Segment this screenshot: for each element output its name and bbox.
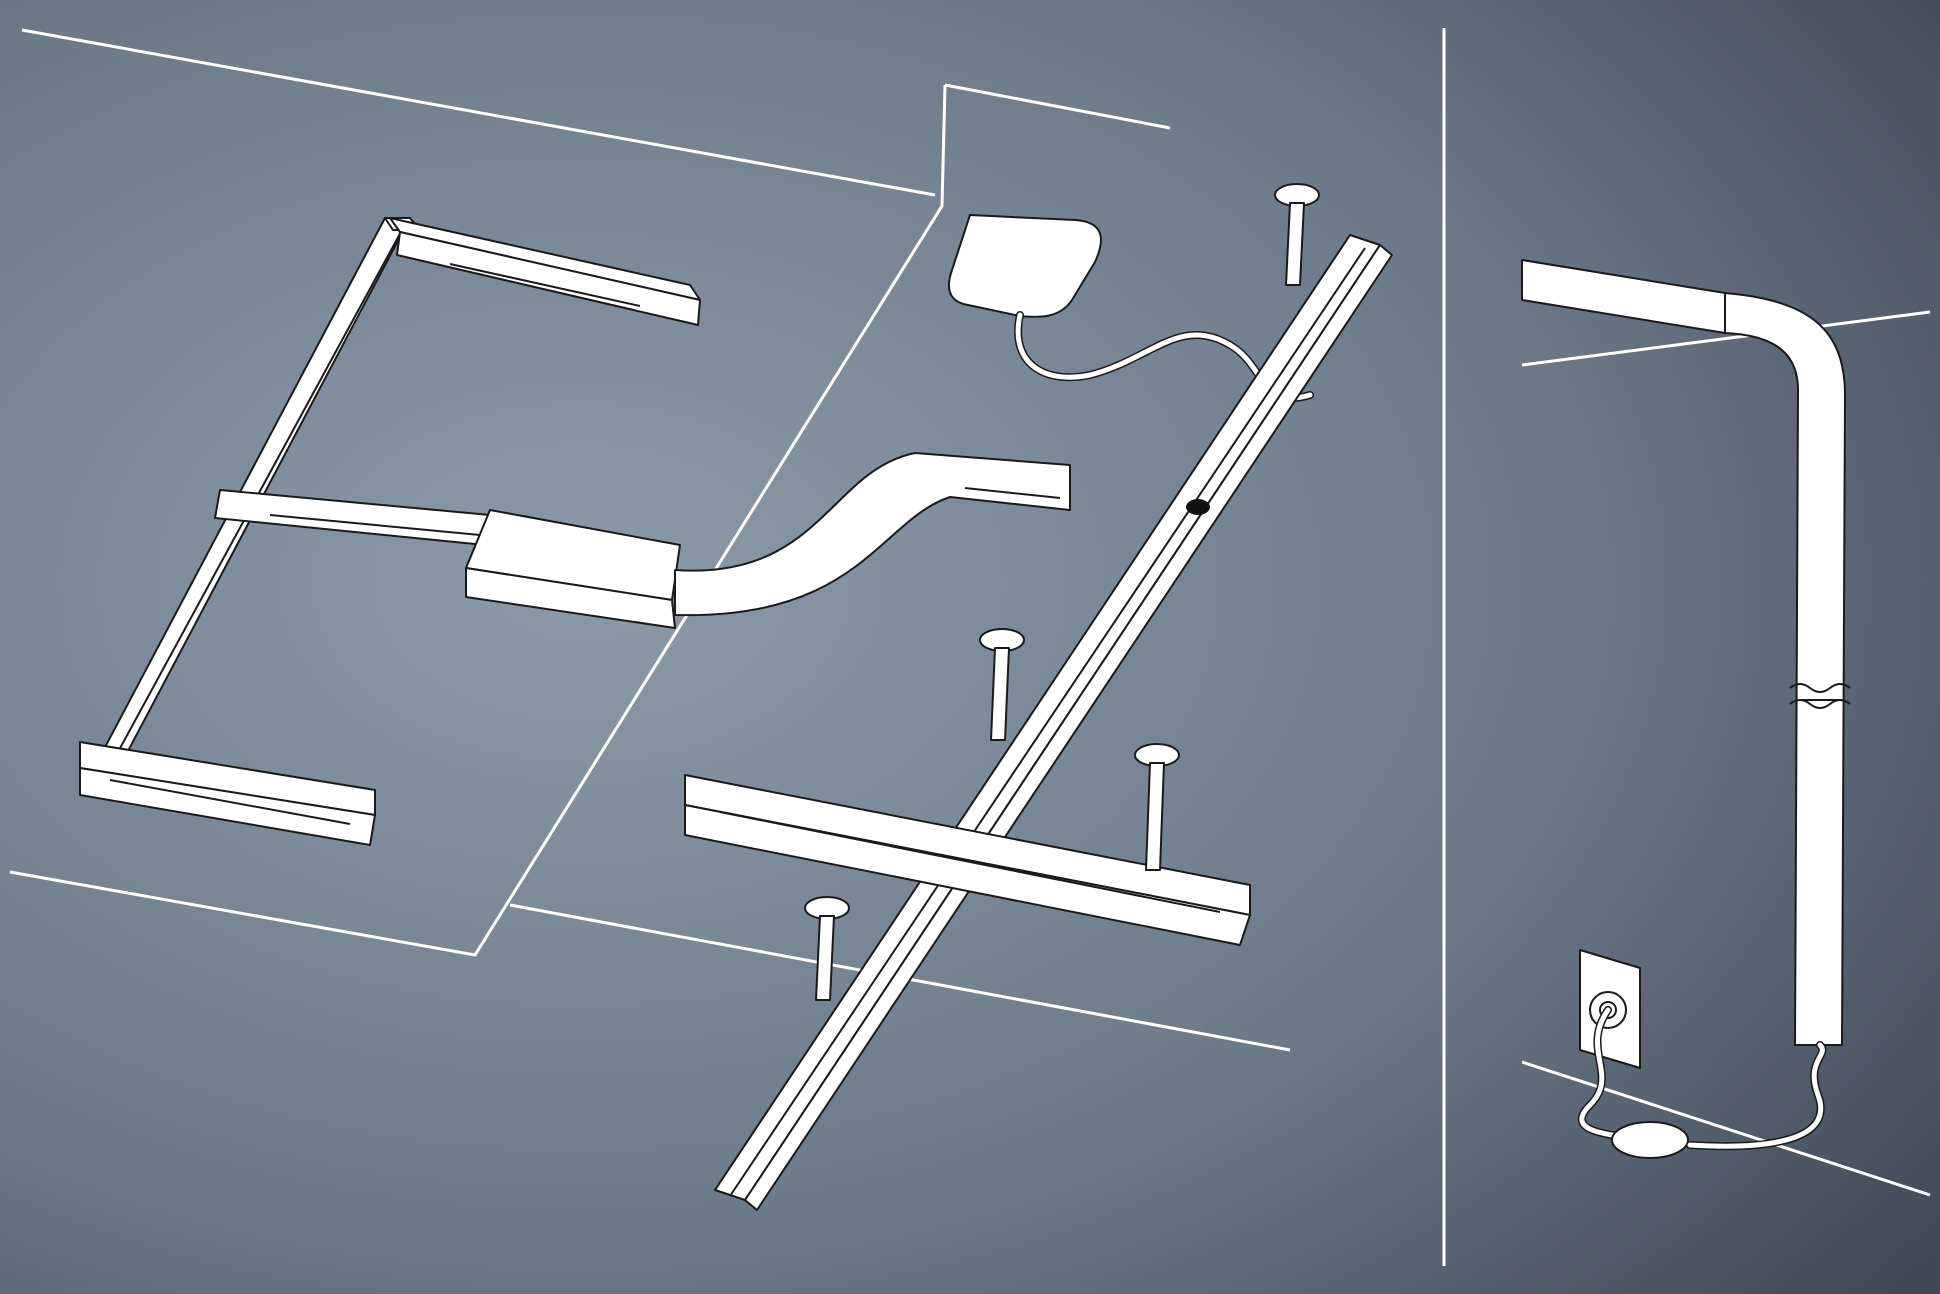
cross-ceiling-track-icon <box>684 774 1251 946</box>
in-line-switch-icon <box>1577 1006 1827 1159</box>
wall-mounted-track-icon <box>1521 259 1851 1046</box>
pendant-rod-icon <box>804 183 1320 1001</box>
ceiling-track-e-layout-icon <box>79 217 1071 846</box>
